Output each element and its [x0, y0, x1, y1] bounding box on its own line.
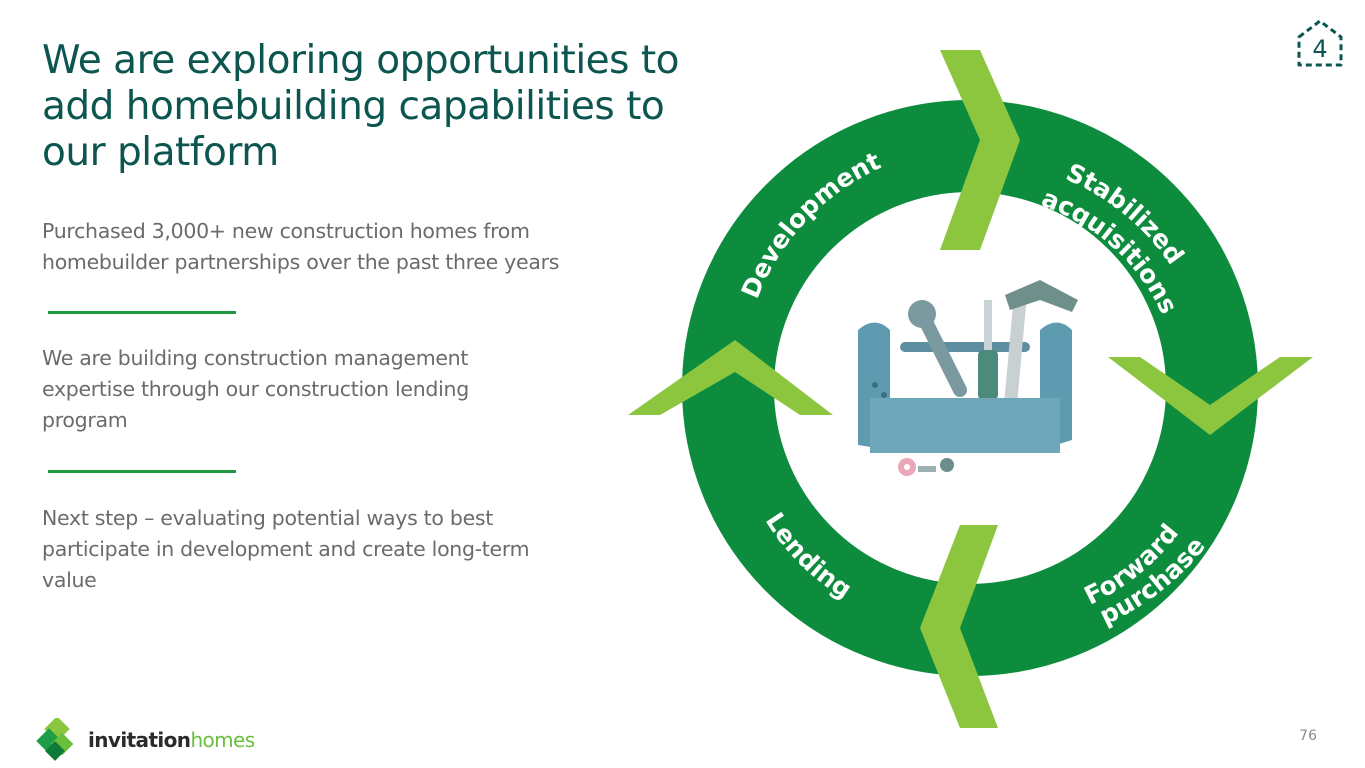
section-badge: 4 — [1295, 17, 1345, 69]
logo-mark-icon — [36, 718, 74, 761]
cycle-ring — [682, 100, 1258, 676]
bullet-text: Purchased 3,000+ new construction homes … — [42, 219, 560, 274]
arrow-chevron-top — [940, 50, 1020, 250]
arrow-chevron-bottom — [920, 525, 998, 728]
arrow-chevron-right — [1108, 357, 1313, 435]
logo-text-homes: homes — [190, 728, 255, 752]
divider — [48, 311, 236, 314]
arrow-chevron-left — [628, 340, 833, 415]
bullet-text: Next step – evaluating potential ways to… — [42, 506, 530, 592]
page-number: 76 — [1299, 728, 1317, 744]
toolbox-icon — [858, 280, 1078, 476]
page-title: We are exploring opportunities to add ho… — [42, 38, 680, 175]
house-icon: 4 — [1297, 19, 1343, 67]
divider — [48, 470, 236, 473]
section-number: 4 — [1312, 35, 1327, 63]
company-logo: invitationhomes — [34, 718, 255, 762]
logo-text-invitation: invitation — [88, 728, 191, 752]
bullet-text: We are building construction management … — [42, 346, 469, 432]
